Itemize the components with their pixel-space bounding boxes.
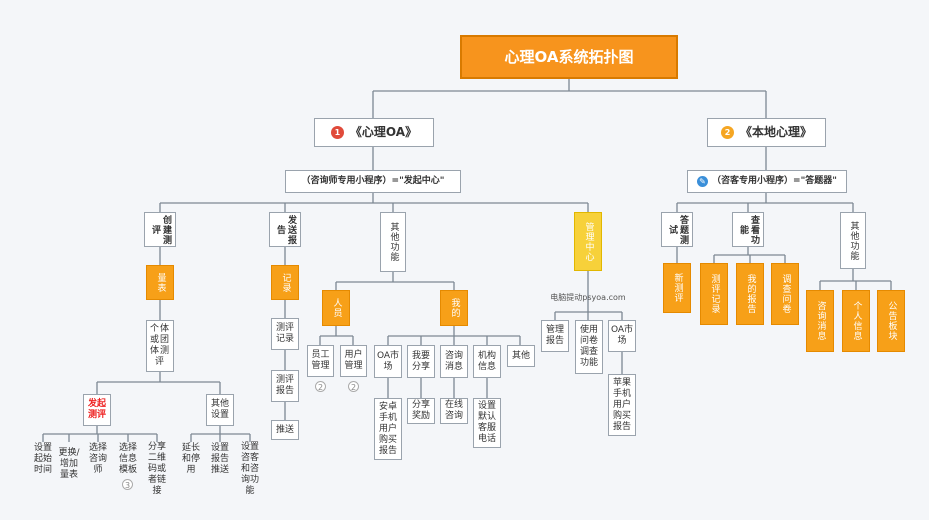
- leaf-choose-counselor: 选择咨询师: [88, 442, 107, 475]
- leaf-new-test: 新测评: [663, 263, 691, 313]
- leaf-consult-message: 咨询消息: [440, 345, 468, 378]
- branch-xinli-oa: 1 《心理OA》: [314, 118, 434, 147]
- branch-label: 《本地心理》: [739, 125, 812, 139]
- node-management-center: 管理中心: [574, 212, 602, 271]
- watermark-text: 电脑提动psyoa.com: [550, 292, 626, 302]
- leaf-other: 其他: [507, 345, 535, 367]
- leaf-notice-board: 公告板块: [877, 290, 905, 352]
- count-circle: 3: [122, 479, 133, 490]
- leaf-default-service-phone: 设置默认客服电话: [473, 398, 501, 448]
- leaf-client-counsel-func: 设置咨客和咨询功能: [240, 441, 259, 496]
- count-circle: 2: [348, 381, 359, 392]
- branch1-subtitle: （咨询师专用小程序）="发起中心": [285, 170, 461, 193]
- number-badge-1: 1: [330, 126, 344, 139]
- leaf-android-buy-report: 安卓手机用户购买报告: [374, 398, 402, 460]
- node-start-test: 发起测评: [83, 394, 111, 426]
- leaf-set-start-time: 设置起始时间: [33, 442, 52, 475]
- branch-bendi-xinli: 2 《本地心理》: [707, 118, 826, 147]
- node-other-functions-2: 其他功能: [840, 212, 866, 269]
- leaf-oa-market-2: OA市场: [608, 320, 636, 352]
- leaf-user-management: 用户管理: [340, 345, 367, 377]
- leaf-share-qrcode: 分享二维码或者链接: [147, 441, 166, 496]
- leaf-i-share: 我要分享: [407, 345, 435, 378]
- node-send-report: 发送报告: [269, 212, 301, 247]
- node-create-test: 创建测评: [144, 212, 176, 247]
- count-circle: 2: [315, 381, 326, 392]
- node-other-settings: 其他设置: [206, 394, 234, 426]
- leaf-manage-report: 管理报告: [541, 320, 569, 352]
- leaf-personal-info: 个人信息: [842, 290, 870, 352]
- node-answer-test: 答题测试: [661, 212, 693, 247]
- number-badge-2: 2: [720, 126, 734, 139]
- leaf-test-report: 测评报告: [271, 370, 299, 402]
- leaf-test-record-2: 测评记录: [700, 263, 728, 325]
- leaf-staff-management: 员工管理: [307, 345, 334, 377]
- edit-icon: ✎: [697, 176, 709, 187]
- leaf-questionnaire: 使用问卷调查功能: [575, 320, 603, 374]
- leaf-test-record: 测评记录: [271, 318, 299, 350]
- node-record: 记录: [271, 265, 299, 300]
- leaf-survey: 调查问卷: [771, 263, 799, 325]
- leaf-choose-template: 选择信息模板: [118, 442, 137, 475]
- leaf-consult-message-2: 咨询消息: [806, 290, 834, 352]
- leaf-online-consult: 在线咨询: [440, 398, 468, 424]
- root-title: 心理OA系统拓扑图: [460, 35, 678, 79]
- branch2-subtitle-text: （咨客专用小程序）="答题器": [712, 176, 837, 186]
- leaf-push: 推送: [271, 420, 299, 440]
- leaf-extend-stop: 延长和停用: [181, 442, 200, 475]
- node-individual-group-test: 个体或团体测评: [146, 320, 174, 372]
- node-view-functions: 查看功能: [732, 212, 764, 247]
- leaf-change-scale: 更换/增加量表: [58, 447, 80, 480]
- branch2-subtitle: ✎ （咨客专用小程序）="答题器": [687, 170, 847, 193]
- leaf-my-report: 我的报告: [736, 263, 764, 325]
- leaf-report-push: 设置报告推送: [210, 442, 229, 475]
- leaf-apple-buy-report: 苹果手机用户购买报告: [608, 374, 636, 436]
- leaf-share-reward: 分享奖励: [407, 398, 435, 424]
- node-staff: 人员: [322, 290, 350, 326]
- leaf-oa-market: OA市场: [374, 345, 402, 378]
- leaf-org-info: 机构信息: [473, 345, 501, 378]
- node-mine: 我的: [440, 290, 468, 326]
- branch-label: 《心理OA》: [349, 125, 418, 139]
- node-scale: 量表: [146, 265, 174, 300]
- node-other-functions: 其他功能: [380, 212, 406, 272]
